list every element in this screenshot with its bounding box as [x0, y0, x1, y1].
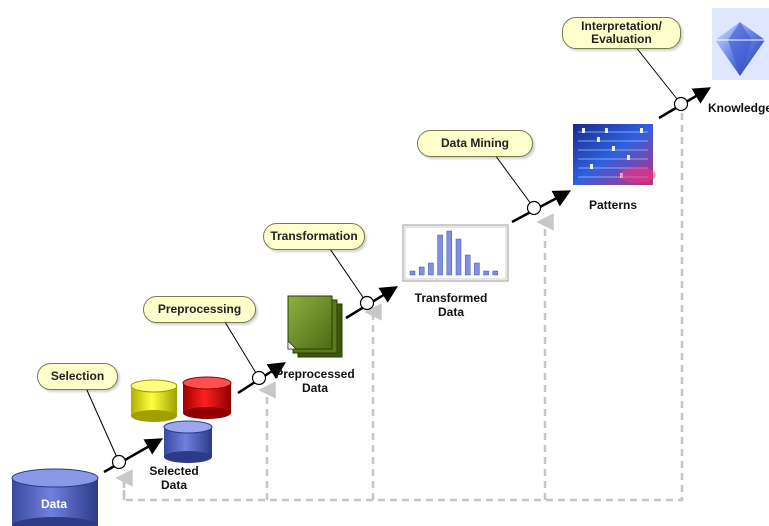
knowledge-label: Knowledge	[708, 101, 769, 115]
transformed-histogram-chart	[402, 224, 509, 282]
callout-interpretation-label-line2: Evaluation	[591, 32, 652, 46]
preprocessed-data-label-line2: Data	[301, 381, 328, 395]
histogram-bar	[409, 270, 416, 276]
histogram-bar	[418, 266, 425, 276]
patterns-image	[573, 124, 656, 185]
pointer-interpretation	[634, 45, 682, 105]
transformed-data-label-line1: Transformed	[414, 291, 488, 305]
histogram-bar	[446, 230, 453, 276]
selected-data-label-line1: Selected	[149, 464, 199, 478]
feedback-loops	[115, 106, 684, 502]
callout-interpretation: Interpretation/ Evaluation	[562, 17, 681, 49]
histogram-bar	[455, 238, 462, 276]
node-preprocessing	[251, 370, 267, 386]
pointer-transformation	[329, 248, 368, 304]
callout-preprocessing: Preprocessing	[143, 296, 256, 323]
callout-interpretation-label-line1: Interpretation/	[581, 19, 662, 33]
selected-yellow-cylinder-icon	[130, 379, 178, 422]
pointer-preprocessing	[224, 321, 260, 379]
selected-data-label-line2: Data	[160, 478, 187, 492]
histogram-bar	[464, 254, 471, 276]
histogram-bar	[492, 270, 499, 276]
selected-red-cylinder-icon	[182, 376, 232, 419]
data-label: Data	[41, 497, 68, 511]
preprocessed-data-label-line1: Preprocessed	[275, 367, 355, 381]
histogram-bar	[474, 262, 480, 276]
transformed-data-label-line2: Data	[437, 305, 464, 319]
callout-selection: Selection	[37, 363, 118, 390]
preprocessed-data-label: Preprocessed Data	[272, 367, 358, 395]
selected-data-label: Selected Data	[140, 464, 208, 492]
node-transformation	[359, 295, 375, 311]
callout-selection-label: Selection	[50, 369, 105, 383]
callout-data-mining-label: Data Mining	[441, 136, 509, 150]
pointer-selection	[85, 387, 120, 463]
node-selection	[111, 454, 127, 470]
arrow-selection	[103, 438, 164, 474]
histogram-bar	[428, 262, 434, 276]
histogram-bar	[483, 270, 489, 276]
feedback-line	[122, 106, 684, 502]
transformed-data-label: Transformed Data	[408, 291, 494, 319]
step-nodes	[111, 96, 689, 470]
callout-transformation-label: Transformation	[270, 229, 358, 243]
node-data-mining	[526, 200, 542, 216]
selected-blue-cylinder-icon	[163, 420, 213, 463]
pointer-data-mining	[494, 154, 535, 209]
callout-data-mining: Data Mining	[417, 130, 533, 157]
callout-transformation: Transformation	[263, 223, 365, 250]
knowledge-diamond-image	[712, 8, 769, 80]
preprocessed-documents-icon	[287, 295, 343, 358]
histogram-bar	[437, 234, 443, 276]
patterns-label: Patterns	[588, 198, 638, 212]
callout-preprocessing-label: Preprocessing	[157, 302, 242, 316]
data-cylinder-icon	[11, 468, 99, 526]
callout-pointers	[85, 45, 682, 463]
node-interpretation	[673, 96, 689, 112]
